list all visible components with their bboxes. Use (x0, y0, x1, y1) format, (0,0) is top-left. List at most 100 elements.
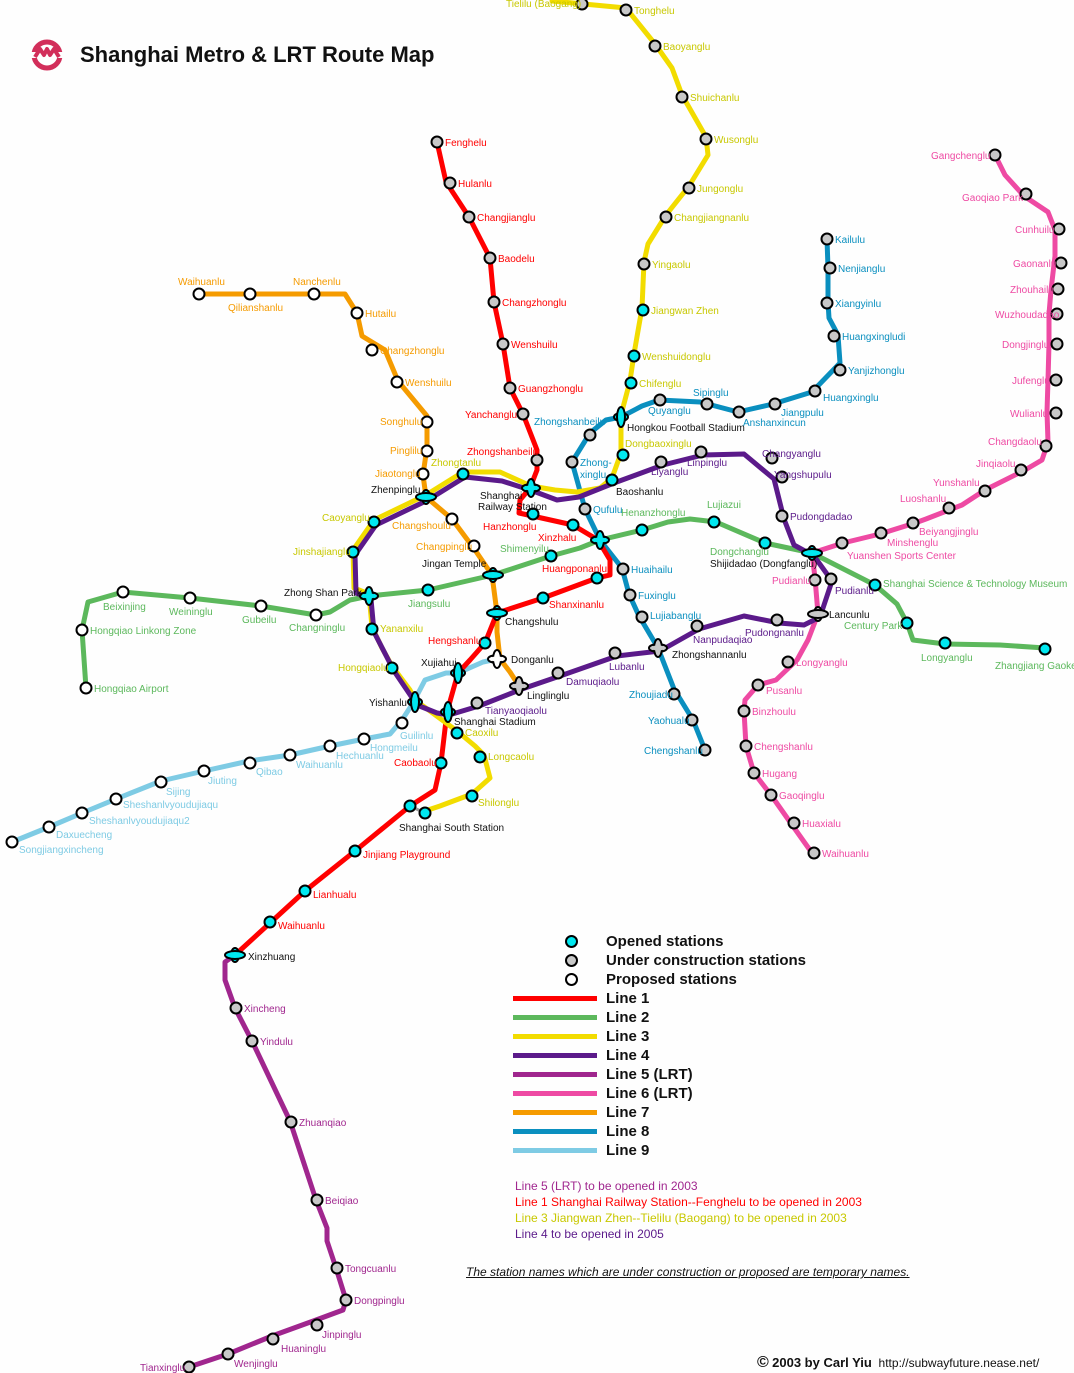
station-jiangsulu[interactable]: Jiangsulu (408, 583, 450, 611)
station-baoyanglu[interactable]: Baoyanglu (648, 39, 711, 54)
station-hongqiaolu[interactable]: Hongqiaolu (338, 661, 399, 675)
station-quyanglu[interactable]: Quyanglu (648, 393, 691, 418)
station-chengshanlu[interactable]: Chengshanlu (644, 743, 712, 758)
station-huaninglu[interactable]: Huaninglu (266, 1332, 327, 1356)
station-beixinjing[interactable]: Beixinjing (103, 585, 146, 614)
station-chifenglu[interactable]: Chifenglu (624, 376, 682, 391)
station-huaihailu[interactable]: Huaihailu (616, 562, 673, 577)
station-hongqiao-linkong-zone[interactable]: Hongqiao Linkong Zone (75, 623, 197, 638)
station-cunhuilu[interactable]: Cunhuilu (1015, 222, 1066, 237)
station-huangponanlu[interactable]: Huangponanlu (542, 564, 607, 585)
station-caoxilu[interactable]: Caoxilu (450, 726, 499, 740)
station-sheshanlvyoudujiaqu[interactable]: Sheshanlvyoudujiaqu (109, 792, 219, 812)
station-hutailu[interactable]: Hutailu (350, 306, 397, 321)
station-changzhonglu[interactable]: Changzhonglu (365, 343, 445, 358)
station-hongmeilu[interactable]: Hongmeilu (357, 732, 418, 755)
station-sipinglu[interactable]: Sipinglu (693, 388, 729, 411)
station-qilianshanlu[interactable]: Qilianshanlu (228, 287, 283, 315)
station-jungonglu[interactable]: Jungonglu (682, 181, 744, 196)
station-minshenglu[interactable]: Minshenglu (874, 526, 939, 550)
station-nanchenlu[interactable]: Nanchenlu (293, 277, 341, 301)
station-huangxingludi[interactable]: Huangxingludi (827, 329, 906, 344)
station-yanchanglu[interactable]: Yanchanglu (465, 407, 530, 422)
station-jiaotonglu[interactable]: Jiaotonglu (375, 467, 430, 481)
station-zhuanqiao[interactable]: Zhuanqiao (284, 1115, 347, 1130)
transfer-xinzhuang[interactable]: Xinzhuang (224, 947, 295, 963)
station-songjiangxincheng[interactable]: Songjiangxincheng (5, 835, 104, 857)
station-pudianlu[interactable]: Pudianlu (824, 572, 874, 598)
station-xiangyinlu[interactable]: Xiangyinlu (820, 296, 882, 311)
transfer-shanghai-south-station[interactable]: Shanghai South Station (399, 806, 504, 835)
station-songhulu[interactable]: Songhulu (380, 415, 434, 429)
station-beiqiao[interactable]: Beiqiao (310, 1193, 359, 1208)
station-hanzhonglu[interactable]: Hanzhonglu (483, 507, 540, 534)
station-gaonanlu[interactable]: Gaonanlu (1013, 256, 1068, 271)
station-huaxialu[interactable]: Huaxialu (787, 816, 841, 831)
station-hongqiao-airport[interactable]: Hongqiao Airport (79, 681, 169, 696)
station-daxuecheng[interactable]: Daxuecheng (42, 820, 113, 842)
station-henanzhonglu[interactable]: Henanzhonglu (621, 508, 686, 537)
station-wulianlu[interactable]: Wulianlu (1010, 406, 1063, 421)
station-changshoulu[interactable]: Changshoulu (392, 512, 459, 533)
station-zhongshanbeilu[interactable]: Zhongshanbeilu (534, 417, 605, 442)
station-yindulu[interactable]: Yindulu (245, 1034, 294, 1049)
station-changpinglu[interactable]: Changpinglu (416, 539, 481, 554)
station-wenshuilu[interactable]: Wenshuilu (390, 375, 452, 390)
station-shanxinanlu[interactable]: Shanxinanlu (536, 591, 605, 612)
station-nenjianglu[interactable]: Nenjianglu (823, 261, 886, 276)
station-hulanlu[interactable]: Hulanlu (443, 176, 492, 191)
transfer-zhongshannanlu[interactable]: Zhongshannanlu (648, 638, 747, 661)
station-longyanglu[interactable]: Longyanglu (921, 636, 973, 665)
station-lujiabanglu[interactable]: Lujiabanglu (635, 610, 702, 624)
station-zhangjiang-gaoke[interactable]: Zhangjiang Gaoke (995, 642, 1074, 673)
station-waihuanlu[interactable]: Waihuanlu (807, 846, 869, 861)
station-tongcuanlu[interactable]: Tongcuanlu (330, 1261, 397, 1276)
station-yuanshen-sports-center[interactable]: Yuanshen Sports Center (835, 536, 957, 563)
station-tianxinglu[interactable]: Tianxinglu (140, 1360, 196, 1373)
station-linpinglu[interactable]: Linpinglu (687, 445, 727, 470)
credit-url[interactable]: http://subwayfuture.nease.net/ (878, 1356, 1040, 1370)
station-caobaolu[interactable]: Caobaolu (394, 756, 448, 770)
station-jiangwan-zhen[interactable]: Jiangwan Zhen (636, 303, 719, 318)
station-jinjiang-playground[interactable]: Jinjiang Playground (348, 844, 451, 862)
station-lianhualu[interactable]: Lianhualu (298, 884, 357, 902)
station-zhong-xinglu[interactable]: Zhong-xinglu (565, 455, 612, 482)
station-tianyaoqiaolu[interactable]: Tianyaoqiaolu (470, 696, 547, 718)
station-baodelu[interactable]: Baodelu (483, 251, 535, 266)
station-longcaolu[interactable]: Longcaolu (473, 750, 535, 764)
station-waihuanlu[interactable]: Waihuanlu (263, 915, 325, 933)
transfer-baoshanlu[interactable]: Baoshanlu (605, 473, 664, 499)
station-jinqiaolu[interactable]: Jinqiaolu (976, 459, 1028, 477)
station-anshanxincun[interactable]: Anshanxincun (732, 405, 806, 430)
station-sheshanlvyoudujiaqu2[interactable]: Sheshanlvyoudujiaqu2 (75, 806, 191, 828)
station-shuichanlu[interactable]: Shuichanlu (675, 90, 740, 105)
station-yunshanlu[interactable]: Yunshanlu (933, 478, 992, 498)
station-xinzhalu[interactable]: Xinzhalu (538, 518, 580, 545)
transfer-jingan-temple[interactable]: Jingan Temple (422, 559, 504, 583)
station-dongpinglu[interactable]: Dongpinglu (339, 1293, 405, 1308)
transfer-hongkou-football-stadium[interactable]: Hongkou Football Stadium (613, 406, 745, 434)
transfer-xinzhalu-transfer[interactable] (590, 530, 610, 550)
station-jiangpulu[interactable]: Jiangpulu (768, 397, 824, 420)
station-lujiazui[interactable]: Lujiazui (707, 500, 741, 529)
station-yangshupulu[interactable]: Yangshupulu (774, 470, 832, 484)
station-kailulu[interactable]: Kailulu (820, 232, 866, 247)
station-wenjinglu[interactable]: Wenjinglu (221, 1347, 278, 1371)
station-jiuting[interactable]: Jiuting (197, 764, 237, 788)
station-changjiangnanlu[interactable]: Changjiangnanlu (659, 210, 750, 225)
station-hengshanlu[interactable]: Hengshanlu (428, 636, 492, 650)
station-changninglu[interactable]: Changninglu (289, 608, 345, 635)
station-changyanglu[interactable]: Changyanglu (762, 449, 821, 465)
transfer-zhenpinglu[interactable]: Zhenpinglu (371, 485, 437, 505)
station-wenshuidonglu[interactable]: Wenshuidonglu (627, 349, 711, 364)
station-shilonglu[interactable]: Shilonglu (465, 789, 520, 810)
station-yaohualu[interactable]: Yaohualu (648, 713, 699, 728)
transfer-yishanlu[interactable]: Yishanlu (369, 691, 423, 713)
station-dongchanglu[interactable]: Dongchanglu (710, 536, 772, 559)
transfer-xujiahui[interactable]: Xujiahui (421, 658, 466, 684)
station-hugang[interactable]: Hugang (747, 766, 798, 781)
station-gubeilu[interactable]: Gubeilu (242, 599, 276, 627)
station-waihuanlu[interactable]: Waihuanlu (283, 748, 343, 772)
